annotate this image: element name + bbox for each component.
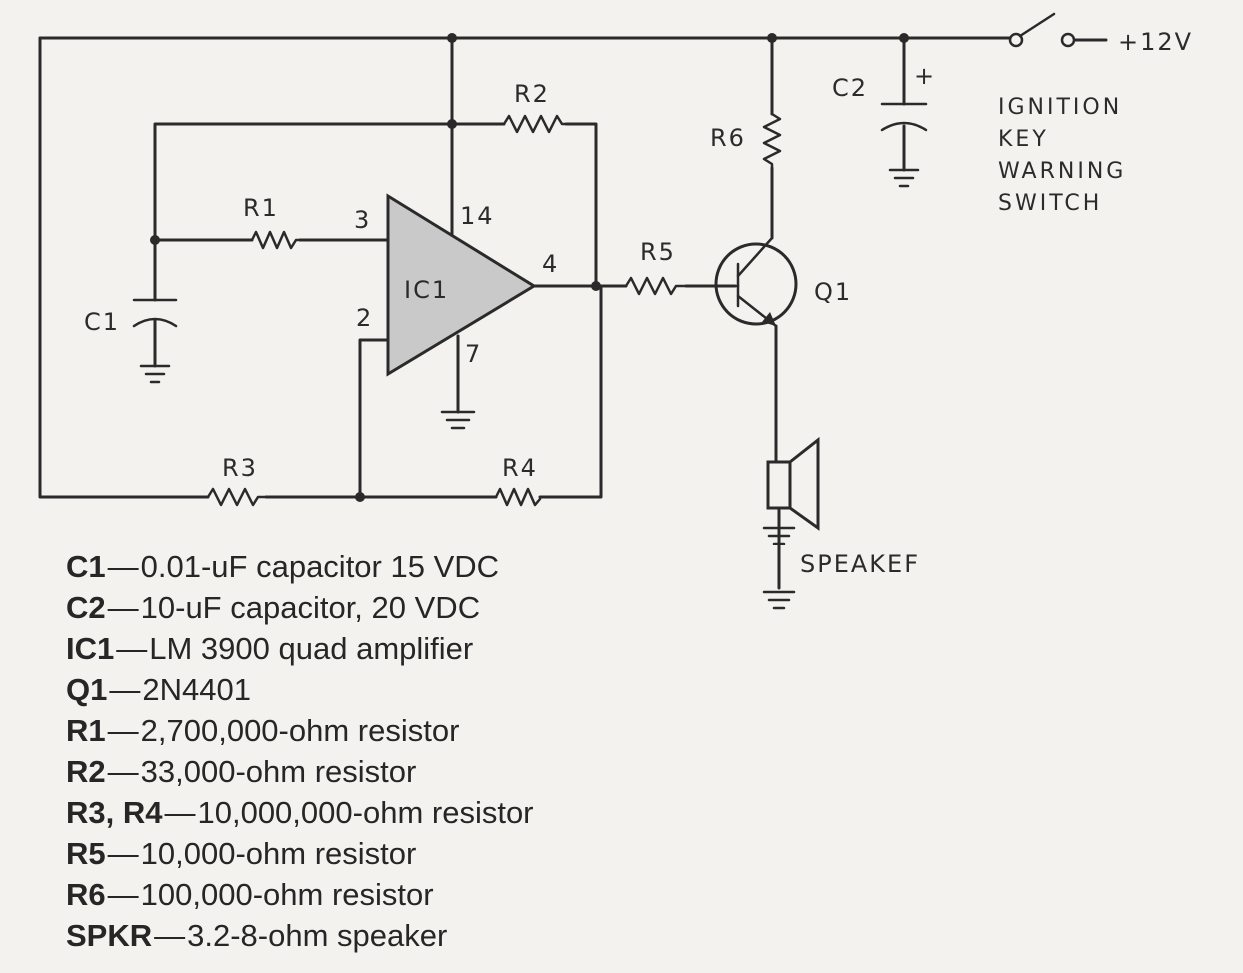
label-r4: R4 — [502, 454, 538, 482]
part-reference: Q1 — [66, 672, 108, 707]
parts-list-item: R5—10,000-ohm resistor — [66, 833, 534, 874]
speaker-area: SPEAKEF — [762, 545, 920, 610]
resistor-r2 — [502, 114, 572, 134]
part-reference: R3, R4 — [66, 795, 163, 830]
label-c2-polarity: + — [914, 62, 936, 90]
ground-ic1 — [440, 410, 476, 430]
part-reference: R1 — [66, 713, 106, 748]
label-pin14: 14 — [460, 202, 495, 230]
part-separator: — — [107, 590, 139, 625]
part-separator: — — [109, 672, 141, 707]
circuit-schematic: R2 R1 3 14 IC1 4 2 7 C1 R5 R6 C2 + Q1 R3… — [38, 12, 1193, 545]
part-separator: — — [107, 713, 139, 748]
part-description: 10,000-ohm resistor — [140, 836, 417, 871]
part-reference: IC1 — [66, 631, 115, 666]
label-r6: R6 — [710, 124, 746, 152]
part-description: 33,000-ohm resistor — [140, 754, 417, 789]
junction-dot — [767, 33, 777, 43]
part-description: 10,000,000-ohm resistor — [197, 795, 534, 830]
label-ic1: IC1 — [404, 276, 449, 304]
label-switch-line3: WARNING — [998, 159, 1126, 184]
wire-r2-left — [153, 122, 454, 242]
label-switch-line2: KEY — [998, 127, 1049, 152]
part-reference: C1 — [66, 549, 106, 584]
part-reference: R5 — [66, 836, 106, 871]
ground-speaker-lower — [762, 590, 796, 610]
part-separator: — — [164, 795, 196, 830]
label-pin2: 2 — [356, 304, 373, 332]
part-reference: R2 — [66, 754, 106, 789]
parts-list-item: IC1—LM 3900 quad amplifier — [66, 628, 534, 669]
part-description: 0.01-uF capacitor 15 VDC — [140, 549, 500, 584]
ic1-amplifier-triangle — [386, 193, 537, 377]
parts-list-item: R2—33,000-ohm resistor — [66, 751, 534, 792]
ground-c1 — [139, 364, 171, 384]
label-pin7: 7 — [465, 340, 482, 368]
wire-left-loop — [38, 36, 210, 499]
junction-dot — [591, 281, 601, 291]
resistor-r4 — [494, 487, 542, 507]
junction-dot — [447, 33, 457, 43]
parts-list-item: R3, R4—10,000,000-ohm resistor — [66, 792, 534, 833]
capacitor-c1 — [132, 298, 178, 328]
label-switch-line4: SWITCH — [998, 191, 1102, 216]
part-separator: — — [154, 918, 186, 953]
ground-c2 — [888, 168, 920, 188]
part-description: 100,000-ohm resistor — [140, 877, 434, 912]
ground-speaker — [762, 526, 796, 545]
parts-list-item: R6—100,000-ohm resistor — [66, 874, 534, 915]
parts-list-item: R1—2,700,000-ohm resistor — [66, 710, 534, 751]
junction-dot — [447, 119, 457, 129]
wires — [38, 36, 1108, 545]
junction-dot — [355, 492, 365, 502]
part-reference: R6 — [66, 877, 106, 912]
part-separator: — — [107, 549, 139, 584]
wire-pin2 — [358, 338, 390, 499]
capacitor-c2 — [880, 102, 928, 132]
parts-list-item: C1—0.01-uF capacitor 15 VDC — [66, 546, 534, 587]
part-description: 3.2-8-ohm speaker — [187, 918, 448, 953]
label-r3: R3 — [222, 454, 258, 482]
part-reference: C2 — [66, 590, 106, 625]
label-c1: C1 — [84, 308, 120, 336]
parts-list-item: Q1—2N4401 — [66, 669, 534, 710]
part-description: 2N4401 — [142, 672, 251, 707]
transistor-q1 — [714, 236, 798, 328]
resistor-r1 — [250, 230, 302, 250]
junction-dot — [899, 33, 909, 43]
part-description: 10-uF capacitor, 20 VDC — [140, 590, 481, 625]
speaker-symbol — [766, 436, 820, 531]
part-reference: SPKR — [66, 918, 153, 953]
label-r1: R1 — [243, 194, 279, 222]
wire-bottom-right — [538, 284, 603, 499]
parts-list-item: SPKR—3.2-8-ohm speaker — [66, 915, 534, 956]
label-c2: C2 — [832, 74, 868, 102]
junction-dot — [150, 235, 160, 245]
junctions — [150, 33, 909, 502]
label-supply: +12V — [1118, 28, 1193, 56]
part-separator: — — [107, 877, 139, 912]
resistor-r5 — [624, 276, 688, 296]
label-q1: Q1 — [814, 278, 852, 306]
label-switch-line1: IGNITION — [998, 95, 1122, 120]
part-separator: — — [116, 631, 148, 666]
label-r2: R2 — [514, 80, 550, 108]
part-separator: — — [107, 754, 139, 789]
ignition-switch — [1008, 12, 1076, 48]
resistor-r6 — [762, 112, 782, 170]
part-separator: — — [107, 836, 139, 871]
label-speaker: SPEAKEF — [800, 550, 920, 578]
part-description: 2,700,000-ohm resistor — [140, 713, 460, 748]
part-description: LM 3900 quad amplifier — [149, 631, 474, 666]
resistor-r3 — [206, 487, 268, 507]
label-pin4: 4 — [542, 250, 559, 278]
label-pin3: 3 — [354, 206, 371, 234]
parts-list-item: C2—10-uF capacitor, 20 VDC — [66, 587, 534, 628]
label-r5: R5 — [640, 238, 676, 266]
wire-r2-right — [564, 122, 598, 288]
